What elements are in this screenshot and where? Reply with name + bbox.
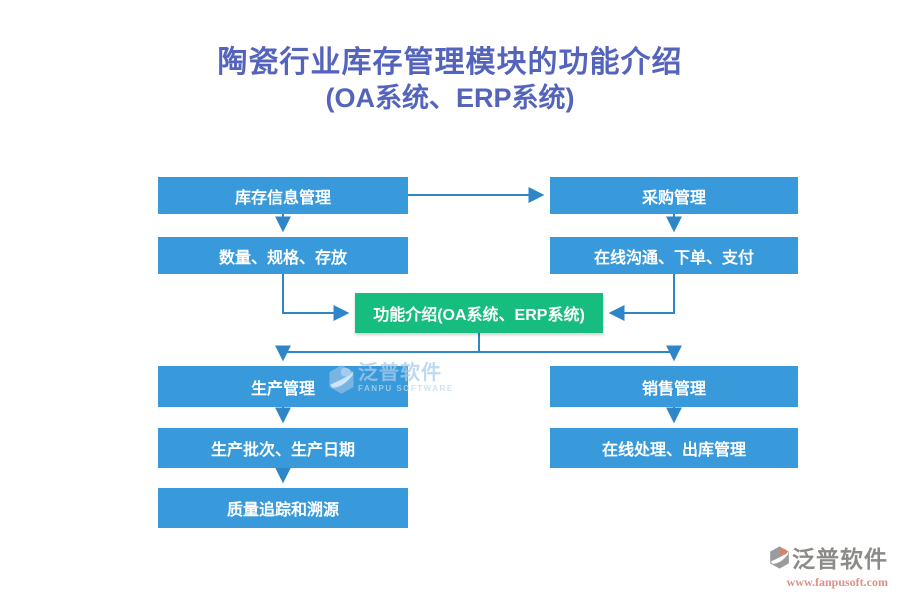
logo-url-text: www.fanpusoft.com: [786, 575, 888, 589]
title-line-2: (OA系统、ERP系统): [325, 83, 575, 113]
node-sales-detail: 在线处理、出库管理: [550, 428, 798, 468]
title-line-1: 陶瓷行业库存管理模块的功能介绍: [217, 46, 683, 79]
node-production-management: 生产管理: [158, 366, 408, 407]
watermark-brand-text: 泛普软件: [358, 362, 442, 384]
fanpu-logo-icon: [770, 545, 789, 569]
node-inventory-management: 库存信息管理: [158, 177, 408, 214]
fanpu-watermark: 泛普软件 FANPU SOFTWARE: [328, 362, 454, 395]
page-title: 陶瓷行业库存管理模块的功能介绍 (OA系统、ERP系统): [0, 46, 900, 114]
watermark-brand-subtext: FANPU SOFTWARE: [358, 384, 454, 393]
node-purchase-detail: 在线沟通、下单、支付: [550, 237, 798, 274]
node-purchase-management: 采购管理: [550, 177, 798, 214]
arrow-inventory-detail-to-center: [282, 274, 350, 321]
node-production-detail: 生产批次、生产日期: [158, 428, 408, 468]
node-inventory-detail: 数量、规格、存放: [158, 237, 408, 274]
node-sales-management: 销售管理: [550, 366, 798, 407]
node-function-intro-center: 功能介绍(OA系统、ERP系统): [355, 293, 603, 333]
node-quality-trace: 质量追踪和溯源: [158, 488, 408, 528]
fanpu-watermark-icon: [329, 365, 354, 394]
logo-brand-text: 泛普软件: [792, 547, 888, 572]
fanpu-logo: 泛普软件 www.fanpusoft.com: [769, 540, 888, 590]
arrow-purchase-detail-to-center: [608, 274, 675, 321]
